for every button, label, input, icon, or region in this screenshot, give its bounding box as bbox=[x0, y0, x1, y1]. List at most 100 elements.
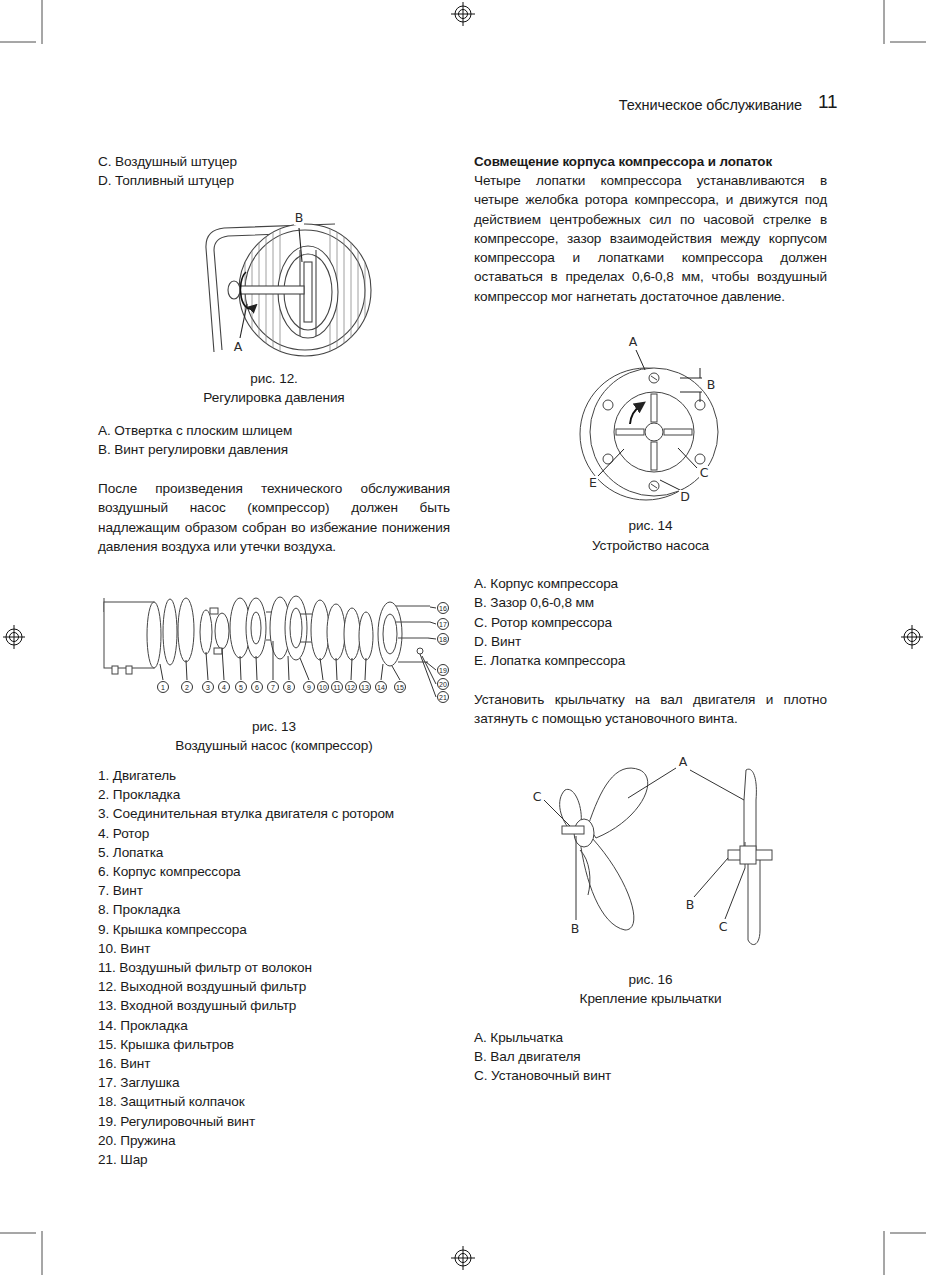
compressor-exploded-figure bbox=[365, 658, 366, 680]
pressure-adjust-figure bbox=[240, 272, 254, 309]
parts-list-item: 3. Соединительная втулка двигателя с рот… bbox=[98, 804, 394, 823]
pump-layout-figure bbox=[649, 481, 659, 491]
parts-list-item: 4. Ротор bbox=[98, 824, 149, 843]
callout-number: 2 bbox=[185, 684, 189, 691]
pump-layout-figure bbox=[630, 405, 641, 424]
pump-layout-figure bbox=[614, 392, 694, 472]
pump-layout-figure bbox=[700, 368, 701, 378]
compressor-exploded-figure bbox=[214, 648, 222, 654]
pressure-adjust-figure bbox=[365, 220, 366, 360]
compressor-exploded-figure bbox=[200, 610, 212, 654]
compressor-exploded-figure bbox=[206, 652, 208, 680]
callout-number: 18 bbox=[439, 636, 447, 643]
callout-number: 12 bbox=[347, 684, 355, 691]
compressor-exploded-figure bbox=[383, 614, 397, 654]
compressor-exploded-figure bbox=[222, 648, 224, 680]
figure-letter: B bbox=[570, 922, 580, 936]
compressor-exploded-figure bbox=[344, 608, 360, 660]
compressor-exploded-figure bbox=[398, 638, 428, 639]
impeller-mount-figure bbox=[588, 768, 648, 838]
compressor-exploded-figure bbox=[430, 622, 436, 624]
parts-list-item: 21. Шар bbox=[98, 1150, 148, 1169]
parts-list-item: 11. Воздушный фильтр от волокон bbox=[98, 958, 312, 977]
figure-letter: B bbox=[294, 211, 304, 225]
compressor-exploded-figure bbox=[251, 612, 261, 644]
figure-caption: рис. 13 bbox=[98, 717, 450, 736]
callout-circle: 11 bbox=[331, 681, 343, 693]
callout-circle: 1 bbox=[157, 681, 169, 693]
callout-number: 16 bbox=[439, 605, 447, 612]
callout-number: 15 bbox=[396, 684, 404, 691]
list-item: C. Установочный винт bbox=[474, 1066, 611, 1085]
callout-circle: 20 bbox=[437, 678, 449, 690]
callout-number: 14 bbox=[377, 684, 385, 691]
crop-marks bbox=[884, 0, 885, 44]
body-paragraph: Установить крыльчатку на вал двигателя и… bbox=[474, 690, 827, 729]
compressor-exploded-figure bbox=[396, 606, 430, 607]
compressor-exploded-figure bbox=[327, 604, 345, 660]
compressor-exploded-figure bbox=[126, 666, 132, 674]
pump-layout-figure bbox=[651, 376, 657, 380]
callout-circle: 21 bbox=[437, 691, 449, 703]
figure-letter: A bbox=[678, 755, 688, 769]
callout-number: 21 bbox=[439, 694, 447, 701]
impeller-mount-figure bbox=[580, 850, 590, 895]
compressor-exploded-figure bbox=[288, 656, 289, 680]
parts-list-item: 2. Прокладка bbox=[98, 785, 180, 804]
parts-list-item: 18. Защитный колпачок bbox=[98, 1092, 245, 1111]
crop-marks bbox=[0, 42, 36, 43]
compressor-exploded-figure bbox=[336, 658, 337, 680]
pump-layout-figure bbox=[680, 392, 702, 393]
callout-number: 11 bbox=[333, 684, 340, 691]
list-item: A. Корпус компрессора bbox=[474, 574, 618, 593]
figure-letter: C bbox=[532, 790, 543, 804]
callout-number: 20 bbox=[439, 681, 447, 688]
pressure-adjust-figure bbox=[240, 304, 247, 338]
parts-list-item: 16. Винт bbox=[98, 1054, 150, 1073]
figure-letter: A bbox=[233, 340, 243, 354]
pump-layout-figure bbox=[636, 350, 645, 370]
callout-number: 8 bbox=[287, 684, 291, 691]
list-item: C. Ротор компрессора bbox=[474, 613, 612, 632]
compressor-exploded-figure bbox=[112, 666, 118, 674]
pump-layout-figure bbox=[616, 429, 644, 435]
registration-mark bbox=[3, 2, 923, 1270]
list-item: B. Вал двигателя bbox=[474, 1047, 581, 1066]
impeller-mount-figure bbox=[580, 838, 634, 930]
compressor-exploded-figure bbox=[273, 641, 274, 680]
compressor-exploded-figure bbox=[422, 656, 436, 684]
pressure-adjust-figure bbox=[358, 220, 359, 360]
parts-list-item: 12. Выходной воздушный фильтр bbox=[98, 977, 306, 996]
figure-letter: E bbox=[588, 476, 598, 490]
body-paragraph: Четыре лопатки компрессора устанавливают… bbox=[474, 171, 827, 306]
figure-caption: Устройство насоса bbox=[474, 536, 827, 555]
parts-list-item: 14. Прокладка bbox=[98, 1016, 188, 1035]
pump-layout-figure bbox=[700, 392, 701, 402]
compressor-exploded-figure bbox=[178, 598, 194, 662]
section-heading: Совмещение корпуса компрессора и лопаток bbox=[474, 152, 772, 171]
impeller-mount-figure bbox=[694, 858, 728, 897]
registration-mark bbox=[463, 2, 464, 26]
callout-circle: 17 bbox=[437, 618, 449, 630]
parts-list-item: 9. Крышка компрессора bbox=[98, 920, 247, 939]
compressor-exploded-figure bbox=[378, 602, 402, 666]
parts-list-item: 6. Корпус компрессора bbox=[98, 862, 241, 881]
callout-number: 10 bbox=[319, 684, 327, 691]
pump-layout-figure bbox=[649, 373, 659, 383]
list-item: D. Винт bbox=[474, 632, 521, 651]
registration-mark bbox=[14, 625, 15, 649]
page-number: 11 bbox=[818, 92, 838, 111]
callout-number: 4 bbox=[222, 684, 226, 691]
impeller-mount-figure bbox=[745, 864, 746, 868]
parts-list-item: 17. Заглушка bbox=[98, 1073, 179, 1092]
impeller-mount-figure bbox=[745, 842, 746, 846]
pump-layout-figure bbox=[660, 480, 680, 490]
compressor-exploded-figure bbox=[160, 607, 436, 697]
compressor-exploded-figure bbox=[428, 638, 436, 639]
pump-layout-figure bbox=[598, 449, 624, 476]
compressor-exploded-figure bbox=[104, 596, 436, 697]
running-header: Техническое обслуживание bbox=[619, 96, 802, 115]
crop-marks bbox=[0, 1233, 36, 1234]
callout-circle: 8 bbox=[283, 681, 295, 693]
